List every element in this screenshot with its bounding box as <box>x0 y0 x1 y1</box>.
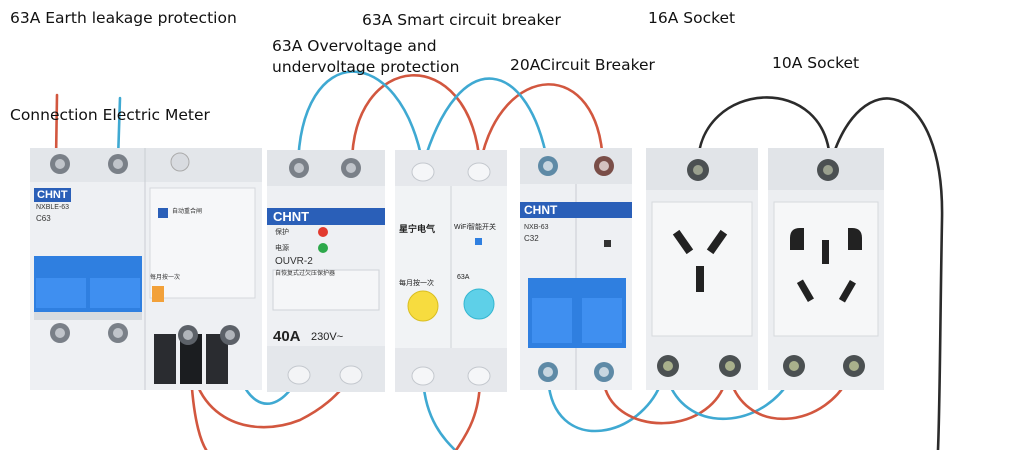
label-ovp-line2: undervoltage protection <box>272 58 460 76</box>
cb20-model: NXB-63 <box>524 224 549 231</box>
wire-smart-live-to-cb <box>478 83 605 167</box>
wire-cb-out-blue <box>546 368 667 433</box>
protect-led <box>318 227 328 237</box>
wire-smart-neutral-to-cb <box>421 77 550 167</box>
socket-16a <box>646 148 758 390</box>
label-smart-breaker: 63A Smart circuit breaker <box>362 11 561 29</box>
elcb-body <box>30 148 262 390</box>
cb20-body <box>520 148 632 390</box>
socket10-body <box>768 148 884 390</box>
smart-brand: 星宁电气 <box>399 224 436 234</box>
elcb-breaker: CHNT NXBLE-63 C63 自动重合闸 每月按一次 <box>30 148 262 390</box>
ovp-power-label: 电源 <box>275 245 289 252</box>
label-cb20: 20ACircuit Breaker <box>510 56 655 74</box>
wire-ovp-live-to-smart <box>350 74 482 170</box>
test-button <box>407 290 439 322</box>
ovp-protector: CHNT 保护 电源 OUVR-2 自恢复式过欠压保护器 40A 230V~ <box>267 150 385 392</box>
label-socket10: 10A Socket <box>772 54 860 72</box>
elcb-brand: CHNT <box>34 188 71 202</box>
label-ovp-line1: 63A Overvoltage and <box>272 37 437 55</box>
wire-socket16-to-10-red <box>726 368 854 421</box>
smart-wifi-label: WiFi智能开关 <box>454 224 496 231</box>
wire-socket16-to-10-blue <box>663 368 797 421</box>
label-elcb: 63A Earth leakage protection <box>10 9 237 27</box>
elcb-model: NXBLE-63 <box>36 204 70 211</box>
ovp-desc: 自恢复式过欠压保护器 <box>275 271 336 277</box>
smart-rating: 63A <box>457 274 470 281</box>
wire-ovp-neutral-to-smart <box>296 70 425 170</box>
label-meter: Connection Electric Meter <box>10 106 210 124</box>
wire-cb-out-red <box>601 368 730 425</box>
cb20-brand: CHNT <box>520 202 632 218</box>
label-socket16: 16A Socket <box>648 9 736 27</box>
ovp-rating: 40A <box>273 328 301 345</box>
ovp-brand: CHNT <box>267 208 385 225</box>
elcb-side-note: 自动重合闸 <box>172 209 203 215</box>
ovp-body <box>267 150 385 392</box>
smart-test-label: 每月按一次 <box>399 280 434 287</box>
power-led <box>318 243 328 253</box>
cb20-breaker: CHNT NXB-63 C32 <box>520 148 632 390</box>
elcb-rating: C63 <box>36 214 51 223</box>
smart-breaker: 星宁电气 WiFi智能开关 每月按一次 63A <box>395 150 507 392</box>
ovp-voltage: 230V~ <box>311 331 344 343</box>
wire-earth-socket10 <box>828 97 944 450</box>
cb20-rating: C32 <box>524 234 539 243</box>
socket-10a <box>768 148 884 390</box>
wire-earth-socket16 <box>696 96 832 167</box>
smart-body <box>395 150 507 392</box>
socket16-body <box>646 148 758 390</box>
ovp-protect-label: 保护 <box>275 229 289 236</box>
ovp-model: OUVR-2 <box>275 256 313 267</box>
elcb-test-label: 每月按一次 <box>150 275 181 281</box>
wifi-button <box>463 288 495 320</box>
